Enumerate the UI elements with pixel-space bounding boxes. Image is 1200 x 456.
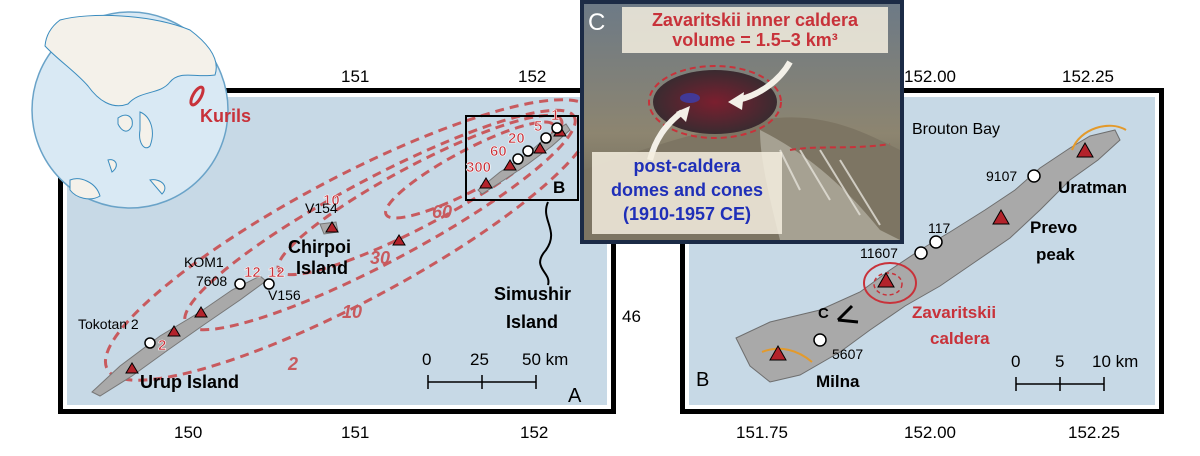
scale-bar-b <box>1015 377 1105 391</box>
thickness-label: 5 <box>534 118 542 135</box>
volcano-triangle <box>325 221 339 233</box>
island-label-simushir: Island <box>506 312 558 332</box>
thickness-label: 12 <box>244 264 261 281</box>
sample-circle <box>1027 169 1041 183</box>
volcano-triangle <box>194 306 208 318</box>
sample-label: V156 <box>268 287 301 303</box>
sample-label: Tokotan 2 <box>78 316 139 332</box>
lon-tick: 152 <box>520 423 548 442</box>
thickness-label: 12 <box>268 264 285 281</box>
inset-box-b-label: B <box>553 178 565 197</box>
place-label-prevo: peak <box>1036 245 1075 264</box>
island-label-simushir: Simushir <box>494 284 571 304</box>
thickness-label: 20 <box>508 130 525 147</box>
isopach-label: 2 <box>287 354 298 374</box>
scale-tick: 0 <box>1011 352 1020 371</box>
sample-label: KOM1 <box>184 254 224 270</box>
volcano-triangle <box>769 344 787 361</box>
volcano-triangle <box>992 208 1010 225</box>
panel-c-caption: post-caldera <box>633 156 741 176</box>
sample-circle <box>929 235 943 249</box>
isopach-label: 60 <box>432 202 452 222</box>
thickness-label: 1 <box>551 107 559 124</box>
sample-circle <box>263 278 275 290</box>
panel-c-caption: (1910-1957 CE) <box>623 204 751 224</box>
scale-tick: 50 km <box>522 350 568 369</box>
sample-label: 117 <box>928 220 951 236</box>
lon-tick: 152.00 <box>904 423 956 442</box>
globe-inset: Kurils <box>31 11 251 209</box>
place-label-brouton: Brouton Bay <box>912 121 1000 138</box>
thickness-label: 300 <box>466 159 491 176</box>
sample-circle <box>234 278 246 290</box>
sample-circle <box>813 333 827 347</box>
volcano-triangle <box>125 362 139 374</box>
sample-circle <box>540 132 552 144</box>
panel-a-letter: A <box>568 385 582 407</box>
sample-circle <box>144 337 156 349</box>
view-marker-c: C <box>818 305 829 322</box>
panel-a-map: B 2 10 30 6 <box>58 67 641 442</box>
lon-tick: 152.00 <box>904 67 956 86</box>
panel-b-map: C Brouton Bay 9107 117 11607 5607 Uratma… <box>680 67 1164 442</box>
thickness-label: 2 <box>158 337 166 354</box>
place-label-zavaritskii: Zavaritskii <box>912 303 996 322</box>
place-label-milna: Milna <box>816 372 860 391</box>
scale-tick: 5 <box>1055 352 1064 371</box>
lon-tick: 152.25 <box>1068 423 1120 442</box>
volcano-triangle <box>479 177 493 189</box>
sample-label: 9107 <box>986 168 1017 184</box>
lon-tick: 151 <box>341 423 369 442</box>
sample-circle <box>914 246 928 260</box>
volcano-triangle <box>503 159 517 171</box>
panel-c-title: Zavaritskii inner caldera <box>652 10 859 30</box>
panel-b-letter: B <box>696 369 709 391</box>
sample-circle <box>522 145 534 157</box>
isopach-label: 10 <box>342 302 362 322</box>
panel-c-letter: C <box>588 9 605 36</box>
panel-c-title: volume = 1.5–3 km³ <box>672 30 838 50</box>
scale-tick: 10 km <box>1092 352 1138 371</box>
place-label-uratman: Uratman <box>1058 178 1127 197</box>
isopach-label: 30 <box>370 248 390 268</box>
island-label-chirpoi: Island <box>296 258 348 278</box>
place-label-zavaritskii: caldera <box>930 329 990 348</box>
sample-label: 11607 <box>860 245 898 261</box>
volcano-triangle <box>1076 141 1094 158</box>
kurils-marker <box>189 85 205 107</box>
sample-circle <box>551 122 563 134</box>
volcano-triangle <box>167 325 181 337</box>
globe-kurils-label: Kurils <box>200 106 251 126</box>
volcano-triangle <box>533 142 547 154</box>
scale-tick: 25 <box>470 350 489 369</box>
lat-tick: 46 <box>622 307 641 326</box>
volcano-triangle <box>877 271 895 288</box>
inset-box-b <box>465 115 579 201</box>
lon-tick: 151.75 <box>736 423 788 442</box>
lon-tick: 152.25 <box>1062 67 1114 86</box>
sample-label: V154 <box>305 200 338 216</box>
volcano-triangle <box>392 234 406 246</box>
lon-tick: 151 <box>341 67 369 86</box>
sample-label: 7608 <box>196 273 227 289</box>
sample-circle <box>512 153 524 165</box>
panel-c-caption: domes and cones <box>611 180 763 200</box>
scale-bar-a <box>427 375 537 389</box>
lon-tick: 152 <box>518 67 546 86</box>
sample-label: 5607 <box>832 346 863 362</box>
lon-tick: 150 <box>174 423 202 442</box>
panel-c-photo: Zavaritskii inner caldera volume = 1.5–3… <box>580 0 904 244</box>
island-label-chirpoi: Chirpoi <box>288 237 351 257</box>
island-label-urup: Urup Island <box>140 372 239 392</box>
thickness-label: 10 <box>323 192 340 209</box>
place-label-prevo: Prevo <box>1030 218 1077 237</box>
thickness-label: 60 <box>490 143 507 160</box>
scale-tick: 0 <box>422 350 431 369</box>
